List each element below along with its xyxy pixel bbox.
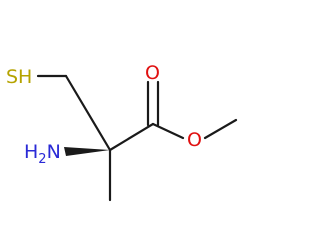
- amine-h: H: [24, 141, 38, 163]
- ester-oxygen-label: O: [187, 129, 202, 151]
- bond-carbonyl-ester-o: [151, 122, 185, 140]
- molecule-structure: SH H2N O O: [6, 62, 238, 202]
- carbonyl-oxygen-label: O: [145, 62, 160, 84]
- amine-label: H2N: [24, 141, 61, 167]
- amine-n: N: [47, 141, 61, 163]
- bond-ch2-c: [64, 74, 112, 152]
- amine-subscript: 2: [38, 152, 46, 167]
- bond-ester-o-methyl: [203, 118, 238, 140]
- wedge-bond-amine: [64, 147, 110, 156]
- bond-c-carbonyl: [108, 122, 155, 152]
- thiol-label: SH: [6, 66, 32, 88]
